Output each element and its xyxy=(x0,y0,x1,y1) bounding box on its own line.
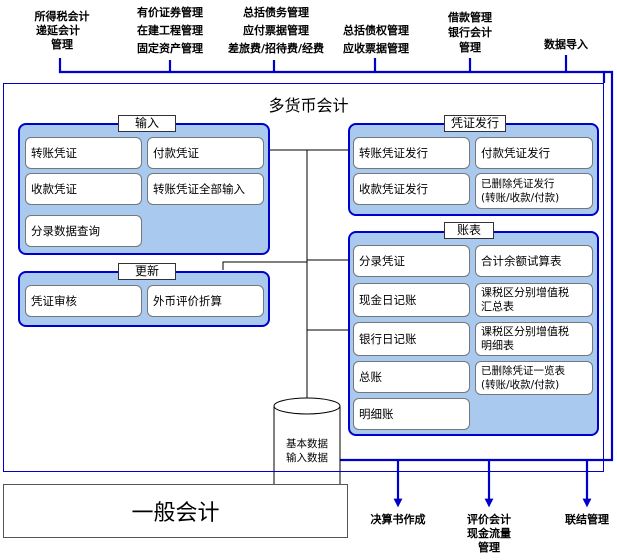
btn-issue-deleted[interactable]: 已删除凭证发行 (转账/收款/付款) xyxy=(475,173,593,209)
btn-vat-summary[interactable]: 课税区分别增值税 汇总表 xyxy=(475,283,593,317)
voucher-issue-panel-title: 凭证发行 xyxy=(444,115,506,132)
ledger-panel-title: 账表 xyxy=(444,222,494,239)
main-title: 多货币会计 xyxy=(268,96,349,115)
btn-transfer-voucher[interactable]: 转账凭证 xyxy=(25,137,142,169)
bottom-bus-line xyxy=(340,70,614,462)
btn-receipt-voucher[interactable]: 收款凭证 xyxy=(25,173,142,205)
btn-issue-receipt[interactable]: 收款凭证发行 xyxy=(353,173,470,205)
top-label-debt: 总括债务管理 应付票据管理 差旅费/招待费/经费 xyxy=(227,6,325,55)
btn-journal-voucher[interactable]: 分录凭证 xyxy=(353,245,470,277)
top-bus-line xyxy=(58,58,606,83)
btn-voucher-audit[interactable]: 凭证审核 xyxy=(25,285,142,317)
top-label-import: 数据导入 xyxy=(544,38,588,51)
btn-fx-revaluation[interactable]: 外币评价折算 xyxy=(147,285,264,317)
top-label-securities: 有价证券管理 在建工程管理 固定资产管理 xyxy=(137,6,203,55)
btn-trial-balance[interactable]: 合计余额试算表 xyxy=(475,245,593,277)
btn-journal-query[interactable]: 分录数据查询 xyxy=(25,215,142,247)
update-panel-title: 更新 xyxy=(118,263,176,280)
btn-subsidiary-ledger[interactable]: 明细账 xyxy=(353,398,470,430)
bottom-label-evaluation: 评价会计 现金流量 管理 xyxy=(467,513,511,554)
btn-bank-journal[interactable]: 银行日记账 xyxy=(353,322,470,356)
btn-issue-transfer[interactable]: 转账凭证发行 xyxy=(353,137,470,169)
top-label-loan: 借款管理 银行会计 管理 xyxy=(448,11,492,54)
btn-payment-voucher[interactable]: 付款凭证 xyxy=(147,137,264,169)
btn-transfer-all-input[interactable]: 转账凭证全部输入 xyxy=(147,173,264,205)
link-update xyxy=(222,261,307,270)
database-label: 基本数据 输入数据 xyxy=(286,438,328,464)
general-accounting-box[interactable]: 一般会计 xyxy=(3,484,348,538)
input-panel-title: 输入 xyxy=(118,115,176,132)
btn-issue-payment[interactable]: 付款凭证发行 xyxy=(475,137,593,169)
top-label-claims: 总括债权管理 应收票据管理 xyxy=(343,24,409,55)
bottom-label-settlement: 决算书作成 xyxy=(370,513,426,526)
btn-deleted-voucher-list[interactable]: 已删除凭证一览表 (转账/收款/付款) xyxy=(475,361,593,395)
btn-cash-journal[interactable]: 现金日记账 xyxy=(353,283,470,317)
bottom-label-consolidated: 联结管理 xyxy=(565,513,609,526)
multi-currency-frame xyxy=(3,83,604,472)
btn-general-ledger[interactable]: 总账 xyxy=(353,361,470,393)
btn-vat-detail[interactable]: 课税区分别增值税 明细表 xyxy=(475,322,593,356)
top-label-tax: 所得税会计 递延会计 管理 xyxy=(34,10,90,51)
